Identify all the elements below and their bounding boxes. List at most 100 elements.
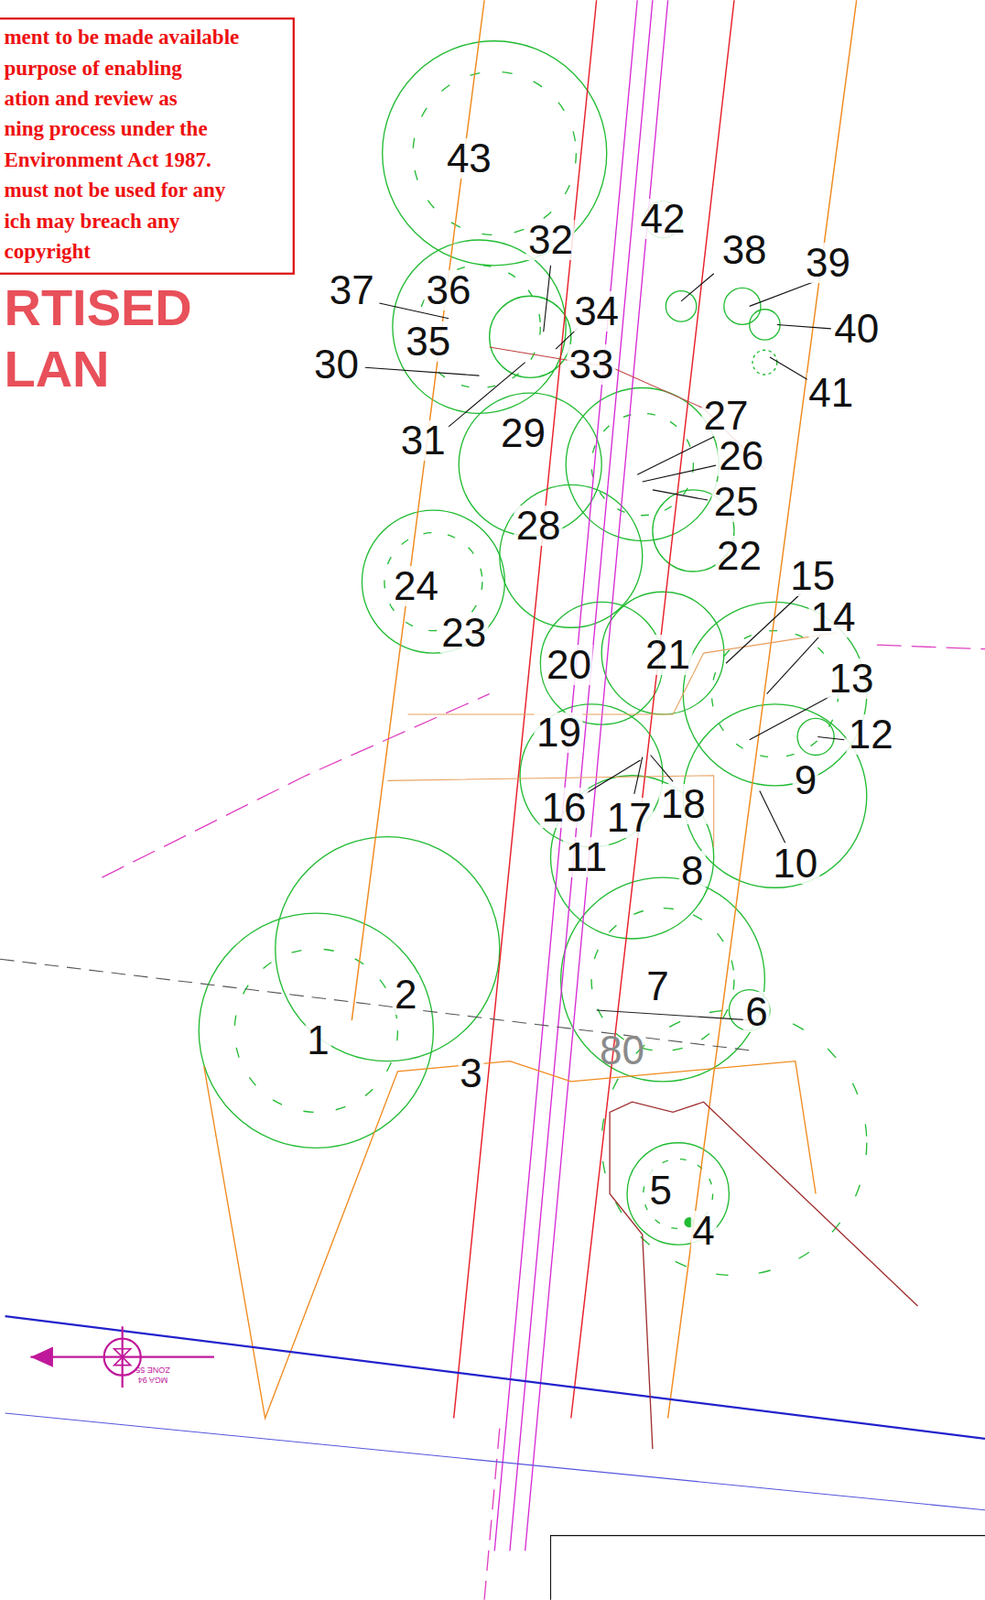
tree-canopy — [561, 876, 766, 1082]
leader-lines — [365, 265, 845, 843]
tree-canopy — [565, 387, 719, 541]
dark-red-outline — [609, 1101, 918, 1449]
callout-number: 35 — [403, 321, 453, 362]
callout-number: 30 — [312, 344, 361, 385]
contour-label: 80 — [599, 1029, 645, 1071]
callout-number: 7 — [644, 965, 671, 1007]
callout-number: 14 — [809, 596, 858, 638]
callout-number: 1 — [304, 1019, 331, 1061]
red-line — [571, 0, 735, 1418]
leader-line — [652, 489, 708, 500]
callout-number: 32 — [526, 219, 575, 260]
stamp-text: RTISED — [3, 281, 192, 334]
tree-canopy — [682, 703, 866, 888]
leader-line — [759, 790, 786, 843]
callout-number: 33 — [567, 344, 617, 385]
leader-line — [749, 281, 814, 307]
callout-number: 37 — [327, 270, 377, 311]
leader-line — [365, 367, 480, 376]
note-text: Environment Act 1987. — [3, 148, 211, 170]
callout-number: 4 — [690, 1210, 716, 1251]
callout-number: 40 — [832, 308, 881, 349]
note-text: purpose of enabling — [3, 56, 182, 78]
compass-n — [114, 1348, 131, 1365]
note-text: copyright — [3, 240, 91, 262]
tree-canopy — [665, 291, 696, 322]
callout-number: 43 — [444, 138, 494, 179]
callout-number: 16 — [539, 787, 588, 828]
leader-line — [681, 273, 715, 302]
callout-number: 11 — [563, 836, 610, 877]
callout-number: 5 — [648, 1169, 674, 1211]
note-text: ich may breach any — [3, 209, 180, 231]
leader-line — [769, 357, 808, 380]
tree-canopy — [234, 948, 398, 1112]
callout-number: 39 — [803, 242, 853, 283]
callout-number: 3 — [457, 1052, 484, 1094]
leader-line — [725, 593, 801, 663]
leader-line — [642, 465, 716, 482]
callout-number: 36 — [424, 270, 474, 311]
note-text: ation and review as — [3, 86, 177, 109]
callout-number: 22 — [714, 535, 764, 576]
leader-line — [650, 754, 674, 781]
callout-number: 6 — [743, 991, 769, 1032]
callout-number: 26 — [716, 435, 766, 477]
callout-number: 18 — [659, 783, 708, 824]
road-line — [5, 1412, 985, 1510]
property-boundary — [5, 1315, 985, 1439]
orange-line — [387, 775, 714, 847]
tree-canopy — [382, 41, 607, 266]
tree-canopy — [198, 912, 433, 1148]
callout-number: 21 — [643, 634, 693, 675]
leader-line — [777, 324, 832, 328]
grid-label: ZONE 55 — [135, 1363, 171, 1373]
tree-canopy — [711, 630, 838, 758]
tree-canopy — [412, 71, 576, 235]
leader-line — [817, 736, 845, 739]
callout-number: 38 — [720, 229, 769, 271]
orange-line — [204, 1060, 816, 1418]
callout-number: 9 — [792, 759, 819, 801]
grid-label: MGA 94 — [138, 1374, 169, 1383]
tree-canopy — [752, 349, 778, 375]
callout-number: 24 — [391, 565, 441, 607]
leader-line — [634, 757, 643, 794]
leader-line — [543, 265, 552, 332]
stamp-text: LAN — [3, 343, 109, 395]
compass-arrowhead — [30, 1346, 54, 1367]
callout-number: 17 — [605, 797, 654, 838]
black-line — [550, 1535, 985, 1600]
leader-line — [767, 634, 822, 694]
callout-number: 29 — [498, 412, 548, 454]
tree-canopy — [724, 287, 761, 325]
tree-canopy — [749, 309, 780, 340]
dashed-boundary — [101, 693, 489, 877]
callout-number: 25 — [712, 481, 761, 522]
leader-line — [584, 759, 640, 794]
black-line — [596, 1009, 756, 1020]
callout-number: 31 — [399, 420, 448, 461]
callout-number: 8 — [679, 850, 705, 891]
orange-line — [668, 0, 857, 1418]
tree-canopy — [591, 908, 735, 1051]
dashed-boundary — [876, 644, 985, 649]
callout-number: 23 — [439, 612, 488, 653]
dashed-boundary — [484, 1428, 500, 1600]
tree-canopy — [489, 295, 572, 378]
callout-number: 15 — [788, 555, 837, 596]
tree-canopy — [797, 717, 834, 755]
note-box — [0, 18, 294, 273]
leader-line — [749, 695, 832, 740]
magenta-line — [509, 0, 653, 1550]
callout-number: 2 — [392, 974, 419, 1015]
tree-canopy — [361, 509, 505, 653]
note-text: ning process under the — [3, 118, 207, 140]
callout-number: 27 — [702, 395, 751, 436]
tree-canopy — [275, 836, 500, 1061]
red-line — [454, 0, 597, 1418]
tree-canopies — [198, 41, 867, 1276]
